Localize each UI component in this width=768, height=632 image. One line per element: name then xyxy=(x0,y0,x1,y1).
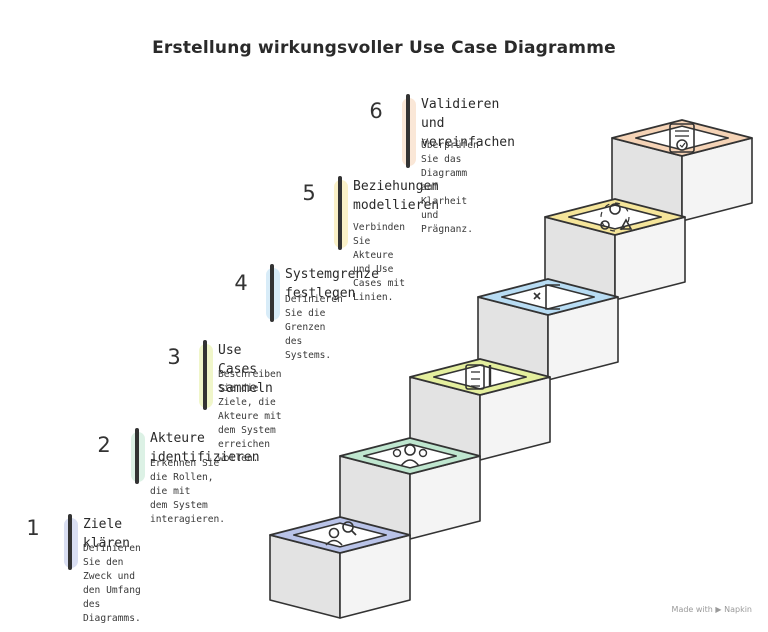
stair-step xyxy=(611,119,753,222)
certificate-icon xyxy=(669,123,695,153)
step-description: Überprüfen Sie das Diagramm auf Klarheit… xyxy=(421,140,479,235)
stair-step xyxy=(339,437,481,540)
step-bar xyxy=(203,340,207,410)
step-title: Use Cases sammeln xyxy=(218,343,273,396)
checklist-pen-icon xyxy=(465,364,492,390)
step-number: 4 xyxy=(234,271,248,295)
boundary-icon xyxy=(533,284,560,310)
step-number: 1 xyxy=(26,516,40,540)
user-search-icon xyxy=(325,521,357,546)
step-title: Beziehungen modellieren xyxy=(353,179,440,213)
step-bar xyxy=(135,428,139,484)
step-bar xyxy=(68,514,72,570)
stair-step xyxy=(477,278,619,381)
step-number: 2 xyxy=(97,433,111,457)
step-description: Erkennen Sie die Rollen, die mit dem Sys… xyxy=(150,458,226,525)
step-title: Systemgrenze festlegen xyxy=(285,267,379,301)
page-title: Erstellung wirkungsvoller Use Case Diagr… xyxy=(152,38,616,58)
step-number: 5 xyxy=(302,181,316,205)
step-description: Definieren Sie die Grenzen des Systems. xyxy=(285,294,343,361)
step-description: Beschreiben Sie die Ziele, die Akteure m… xyxy=(218,369,282,464)
step-bar xyxy=(406,94,410,168)
step-title: Ziele klären xyxy=(83,517,130,551)
step-title: Validieren und vereinfachen xyxy=(421,97,515,150)
step-description: Verbinden Sie Akteure und Use Cases mit … xyxy=(353,222,405,303)
step-bar xyxy=(338,176,342,250)
shapes-icon xyxy=(600,202,633,232)
step-number: 3 xyxy=(167,345,181,369)
step-title: Akteure identifizieren xyxy=(150,431,260,465)
step-description: Definieren Sie den Zweck und den Umfang … xyxy=(83,543,141,624)
stair-step xyxy=(409,358,551,461)
credit-footer: Made with ▶ Napkin xyxy=(671,605,752,614)
step-number: 6 xyxy=(369,99,383,123)
step-bar xyxy=(270,264,274,322)
stair-step xyxy=(269,516,411,619)
actors-icon xyxy=(392,444,428,467)
